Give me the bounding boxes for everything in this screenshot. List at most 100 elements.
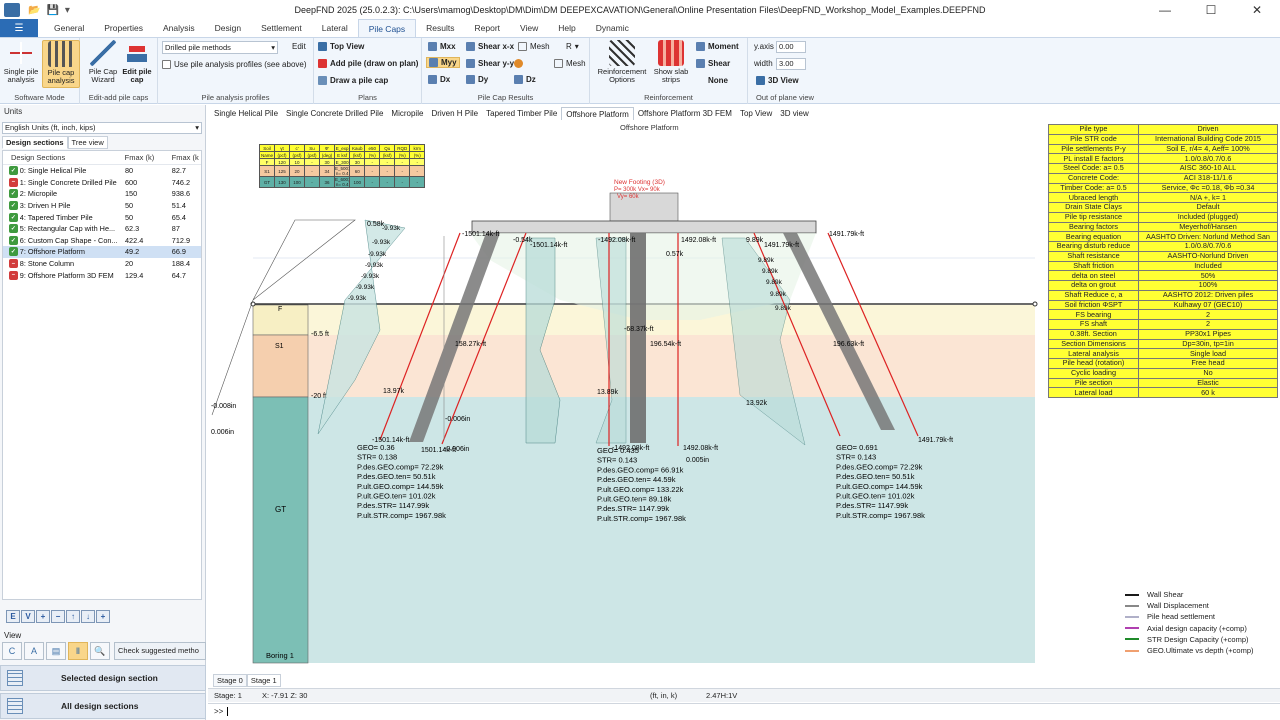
pile-cap-wizard-button[interactable]: Pile Cap Wizard (84, 40, 122, 84)
pile-cap-analysis-button[interactable]: Pile cap analysis (42, 40, 80, 88)
all-design-sections-button[interactable]: All design sections (0, 693, 206, 719)
move-down-button[interactable]: ↓ (81, 610, 95, 623)
draw-pile-cap-button[interactable]: Draw a pile cap (318, 76, 388, 85)
remove-section-button[interactable]: − (51, 610, 65, 623)
left-panel: Units English Units (ft, inch, kips)▾ De… (0, 105, 206, 720)
edit-pile-cap-button[interactable]: Edit pile cap (118, 40, 156, 84)
tab-lateral[interactable]: Lateral (321, 23, 348, 33)
view-text-button[interactable]: A (24, 642, 44, 660)
tab-stage-1[interactable]: Stage 1 (246, 674, 281, 687)
dx-button[interactable]: Dx (428, 75, 450, 84)
app-logo-icon[interactable] (4, 3, 20, 17)
tab-properties[interactable]: Properties (104, 23, 143, 33)
tab-offshore-platform-3d-fem[interactable]: Offshore Platform 3D FEM (637, 109, 732, 118)
none-button[interactable]: None (708, 76, 728, 85)
reaction-dropdown[interactable]: R▾ (566, 42, 579, 51)
command-line-input[interactable]: >> (208, 703, 1280, 720)
open-file-icon[interactable]: 📂 (28, 4, 41, 16)
add-pile-button[interactable]: Add pile (draw on plan) (318, 59, 418, 68)
shear-xx-button[interactable]: Shear x-x (466, 42, 514, 51)
tab-3d-view[interactable]: 3D view (780, 109, 809, 118)
tab-analysis[interactable]: Analysis (163, 23, 195, 33)
selected-design-section-button[interactable]: Selected design section (0, 665, 206, 691)
mxx-button[interactable]: Mxx (428, 42, 456, 51)
add-section-button[interactable]: + (36, 610, 50, 623)
section-f2: 65.4 (171, 212, 186, 222)
validate-section-button[interactable]: V (21, 610, 35, 623)
check-suggested-methods-button[interactable]: Check suggested metho (114, 642, 206, 660)
shear-yy-button[interactable]: Shear y-y (466, 59, 514, 68)
3d-view-button[interactable]: 3D View (756, 76, 799, 85)
right-pile-top-label-2: 1491.79k-ft (764, 242, 799, 249)
window-title: DeepFND 2025 (25.0.2.3): C:\Users\mamog\… (294, 5, 986, 15)
tab-settlement[interactable]: Settlement (261, 23, 302, 33)
tab-help[interactable]: Help (558, 23, 576, 33)
edit-method-button[interactable]: Edit (292, 42, 306, 51)
tab-results[interactable]: Results (426, 23, 455, 33)
close-button[interactable]: ✕ (1251, 3, 1263, 17)
tab-single-concrete-drilled-pile[interactable]: Single Concrete Drilled Pile (286, 109, 384, 118)
tab-top-view[interactable]: Top View (739, 109, 773, 118)
file-menu-button[interactable]: ☰ (0, 19, 38, 37)
tab-driven-h-pile[interactable]: Driven H Pile (431, 109, 479, 118)
shear-button[interactable]: Shear (696, 59, 730, 68)
tab-design[interactable]: Design (214, 23, 242, 33)
dz-button[interactable]: Dz (514, 75, 536, 84)
pile-method-select[interactable]: Drilled pile methods▾ (162, 41, 278, 54)
mesh2-button[interactable]: Mesh (554, 59, 586, 68)
axial-capacity-line-6 (827, 232, 919, 437)
text-caret (227, 707, 231, 716)
settings-result-button[interactable] (514, 59, 523, 68)
move-up-button[interactable]: ↑ (66, 610, 80, 623)
tab-stage-0[interactable]: Stage 0 (213, 674, 247, 687)
tab-dynamic[interactable]: Dynamic (595, 23, 629, 33)
tab-design-sections[interactable]: Design sections (2, 136, 68, 149)
view-layer-button[interactable]: ▤ (46, 642, 66, 660)
save-icon[interactable]: 💾 (46, 4, 59, 16)
tab-offshore-platform[interactable]: Offshore Platform (561, 107, 634, 121)
show-slab-strips-button[interactable]: Show slab strips (652, 40, 690, 84)
yaxis-input[interactable]: 0.00 (776, 41, 806, 53)
status-ok-icon: ✓ (9, 166, 18, 176)
tab-tree-view[interactable]: Tree view (67, 136, 108, 149)
units-select[interactable]: English Units (ft, inch, kips)▾ (2, 122, 202, 134)
mesh-button[interactable]: Mesh (518, 42, 550, 51)
section-drawing[interactable]: F S1 GT Boring 1 -6.5 ft -20 ft -0.008in… (208, 120, 1280, 673)
myy-button[interactable]: Myy (426, 57, 460, 68)
soil-cell: 130 (274, 176, 290, 188)
tab-report[interactable]: Report (474, 23, 501, 33)
zoom-icon[interactable]: 🔍 (90, 642, 110, 660)
tab-pile-caps[interactable]: Pile Caps (357, 19, 417, 37)
view-dimension-button[interactable]: Ⅱ (68, 642, 88, 660)
top-view-button[interactable]: Top View (318, 42, 364, 51)
tab-micropile[interactable]: Micropile (391, 109, 424, 118)
moment-button[interactable]: Moment (696, 42, 739, 51)
tab-single-helical-pile[interactable]: Single Helical Pile (214, 109, 279, 118)
maximize-button[interactable]: ☐ (1205, 3, 1217, 17)
edit-section-button[interactable]: E (6, 610, 20, 623)
tab-general[interactable]: General (54, 23, 85, 33)
width-input[interactable]: 3.00 (776, 58, 806, 70)
reinforcement-options-button[interactable]: Reinforcement Options (594, 40, 650, 84)
single-pile-analysis-button[interactable]: Single pile analysis (2, 40, 40, 84)
add-copy-button[interactable]: + (96, 610, 110, 623)
dy-button[interactable]: Dy (466, 75, 488, 84)
tab-view[interactable]: View (520, 23, 539, 33)
use-profiles-checkbox[interactable]: Use pile analysis profiles (see above) (162, 60, 307, 69)
view-fit-button[interactable]: C (2, 642, 22, 660)
tab-tapered-timber-pile[interactable]: Tapered Timber Pile (486, 109, 558, 118)
minimize-button[interactable]: — (1159, 3, 1171, 17)
quick-access-dropdown-icon[interactable]: ▾ (64, 4, 70, 16)
